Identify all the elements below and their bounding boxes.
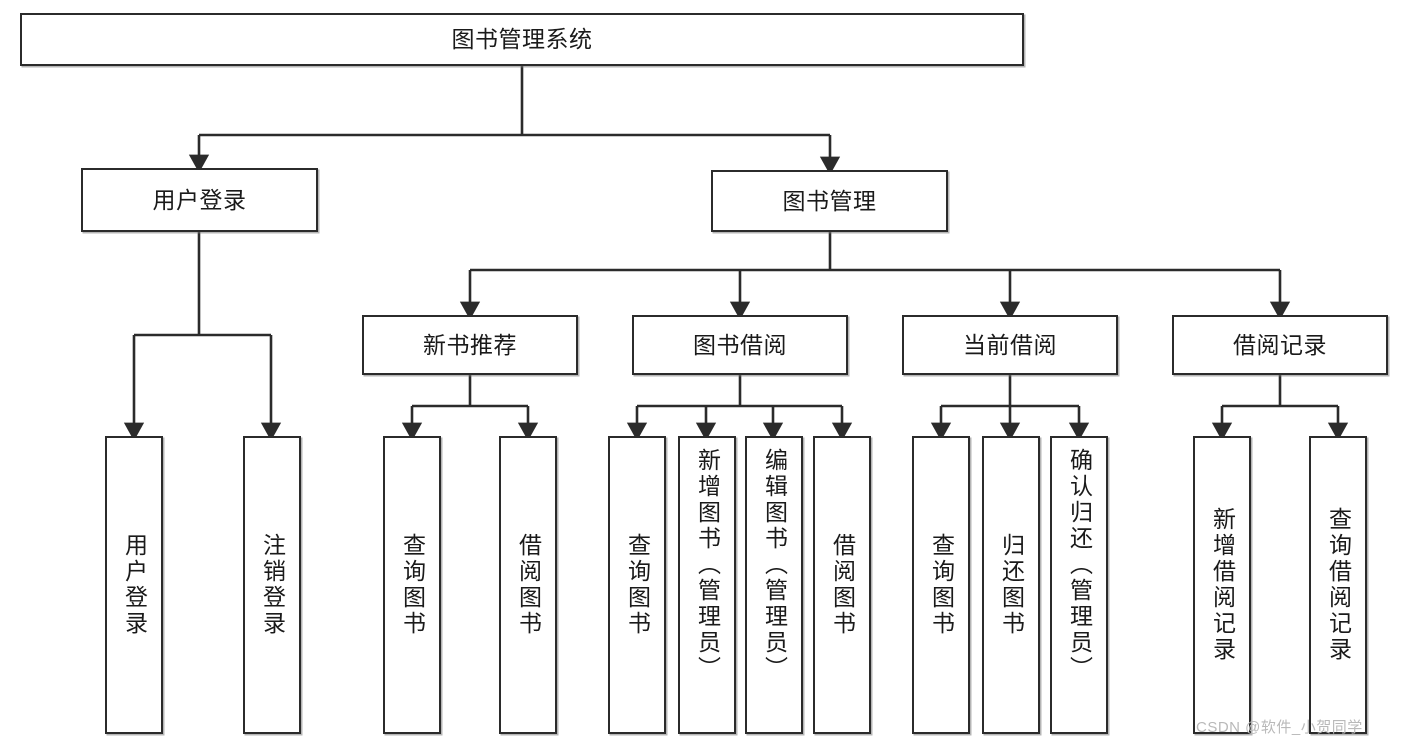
node-leaf-logout[interactable]: 注销登录 (243, 436, 301, 734)
node-leaf-user-login-label: 用户登录 (121, 533, 148, 637)
node-leaf-nb-query-book[interactable]: 查询图书 (383, 436, 441, 734)
node-leaf-br-add-record-label: 新增借阅记录 (1209, 507, 1236, 663)
node-leaf-bb-add-book-label: 新增图书（管理员） (694, 448, 721, 682)
node-current-borrow[interactable]: 当前借阅 (902, 315, 1118, 375)
node-leaf-cb-query-book-label: 查询图书 (928, 533, 955, 637)
node-root-label: 图书管理系统 (451, 26, 593, 53)
node-leaf-cb-return-book[interactable]: 归还图书 (982, 436, 1040, 734)
node-root[interactable]: 图书管理系统 (20, 13, 1024, 66)
node-new-book-recommend-label: 新书推荐 (423, 331, 517, 358)
node-book-manage[interactable]: 图书管理 (711, 170, 948, 232)
node-book-manage-label: 图书管理 (782, 187, 877, 214)
node-leaf-bb-borrow-book[interactable]: 借阅图书 (813, 436, 871, 734)
node-leaf-bb-add-book[interactable]: 新增图书（管理员） (678, 436, 736, 734)
node-leaf-cb-query-book[interactable]: 查询图书 (912, 436, 970, 734)
node-leaf-logout-label: 注销登录 (259, 533, 286, 637)
node-borrow-record[interactable]: 借阅记录 (1172, 315, 1388, 375)
node-leaf-nb-borrow-book-label: 借阅图书 (515, 533, 542, 637)
node-leaf-cb-confirm-return[interactable]: 确认归还（管理员） (1050, 436, 1108, 734)
node-leaf-br-query-record-label: 查询借阅记录 (1325, 507, 1352, 663)
node-leaf-cb-confirm-return-label: 确认归还（管理员） (1066, 448, 1093, 682)
node-leaf-user-login[interactable]: 用户登录 (105, 436, 163, 734)
node-leaf-bb-query-book-label: 查询图书 (624, 533, 651, 637)
node-current-borrow-label: 当前借阅 (963, 331, 1057, 358)
node-leaf-bb-query-book[interactable]: 查询图书 (608, 436, 666, 734)
node-leaf-bb-edit-book-label: 编辑图书（管理员） (761, 448, 788, 682)
node-leaf-bb-borrow-book-label: 借阅图书 (829, 533, 856, 637)
node-book-borrow[interactable]: 图书借阅 (632, 315, 848, 375)
csdn-watermark: CSDN @软件_小贺同学 (1196, 719, 1363, 736)
node-leaf-bb-edit-book[interactable]: 编辑图书（管理员） (745, 436, 803, 734)
node-borrow-record-label: 借阅记录 (1233, 331, 1327, 358)
node-leaf-cb-return-book-label: 归还图书 (998, 533, 1025, 637)
node-user-login-label: 用户登录 (152, 186, 247, 213)
node-user-login[interactable]: 用户登录 (81, 168, 318, 232)
node-leaf-nb-borrow-book[interactable]: 借阅图书 (499, 436, 557, 734)
node-new-book-recommend[interactable]: 新书推荐 (362, 315, 578, 375)
node-leaf-br-add-record[interactable]: 新增借阅记录 (1193, 436, 1251, 734)
node-book-borrow-label: 图书借阅 (693, 331, 787, 358)
node-leaf-br-query-record[interactable]: 查询借阅记录 (1309, 436, 1367, 734)
node-leaf-nb-query-book-label: 查询图书 (399, 533, 426, 637)
